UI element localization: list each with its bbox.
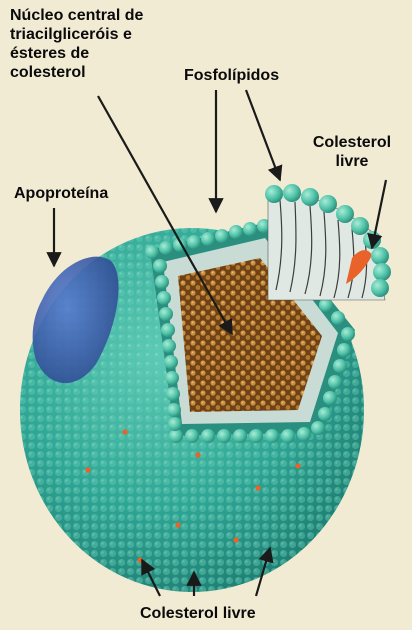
label-free-cholesterol-top: Colesterol livre <box>302 133 402 171</box>
label-core-line-3: ésteres de <box>10 44 210 63</box>
arrow-phospholipids-2 <box>246 90 280 180</box>
label-core: Núcleo central de triacilgliceróis e ést… <box>10 6 210 82</box>
label-free-cholesterol-top-line-2: livre <box>302 152 402 171</box>
label-free-cholesterol-top-line-1: Colesterol <box>302 133 402 152</box>
label-core-line-2: triacilgliceróis e <box>10 25 210 44</box>
label-phospholipids: Fosfolípidos <box>184 66 279 85</box>
label-free-cholesterol-bottom: Colesterol livre <box>140 604 256 623</box>
label-core-line-1: Núcleo central de <box>10 6 210 25</box>
label-core-line-4: colesterol <box>10 63 210 82</box>
magnified-inset <box>265 184 391 300</box>
label-apoprotein: Apoproteína <box>14 184 108 203</box>
